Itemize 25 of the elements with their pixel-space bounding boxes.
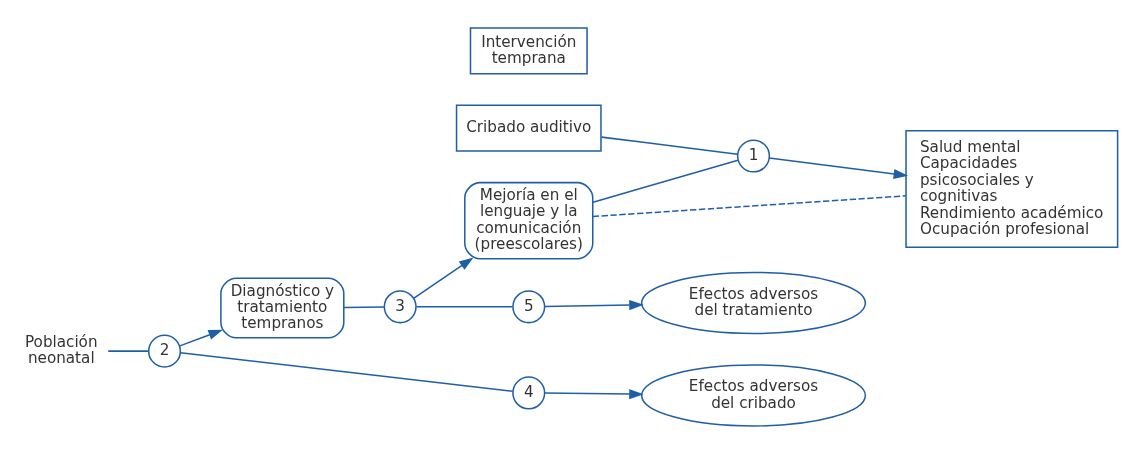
- node-circle: 4: [512, 375, 546, 410]
- node-ellipse: Efectos adversos del tratamiento: [640, 271, 867, 334]
- connector: [415, 305, 514, 308]
- connector: [179, 351, 514, 392]
- node-box: Intervención temprana: [469, 26, 588, 74]
- arrow: [768, 156, 909, 179]
- node-circle: 1: [736, 138, 771, 173]
- arrow: [543, 299, 644, 310]
- connector: [592, 158, 739, 203]
- connector: [600, 135, 739, 155]
- connector: [107, 349, 150, 352]
- connector: [343, 305, 385, 308]
- connector: [592, 194, 907, 217]
- arrow: [543, 388, 644, 399]
- node-box: Mejoría en el lenguaje y la comunicación (preescolares): [464, 181, 594, 259]
- node-box: Diagnóstico y tratamiento tempranos: [220, 277, 345, 339]
- node-text: Población neonatal: [24, 332, 98, 367]
- node-circle: 5: [512, 289, 546, 323]
- arrow: [413, 257, 474, 299]
- node-box: Salud mental Capacidades psicosociales y cognitivas Rendimiento académico Ocupación profesional: [905, 129, 1119, 248]
- node-box: Cribado auditivo: [455, 104, 602, 152]
- node-circle: 3: [383, 289, 417, 323]
- node-circle: 2: [147, 334, 182, 368]
- arrow: [179, 329, 223, 347]
- node-ellipse: Efectos adversos del cribado: [640, 363, 867, 427]
